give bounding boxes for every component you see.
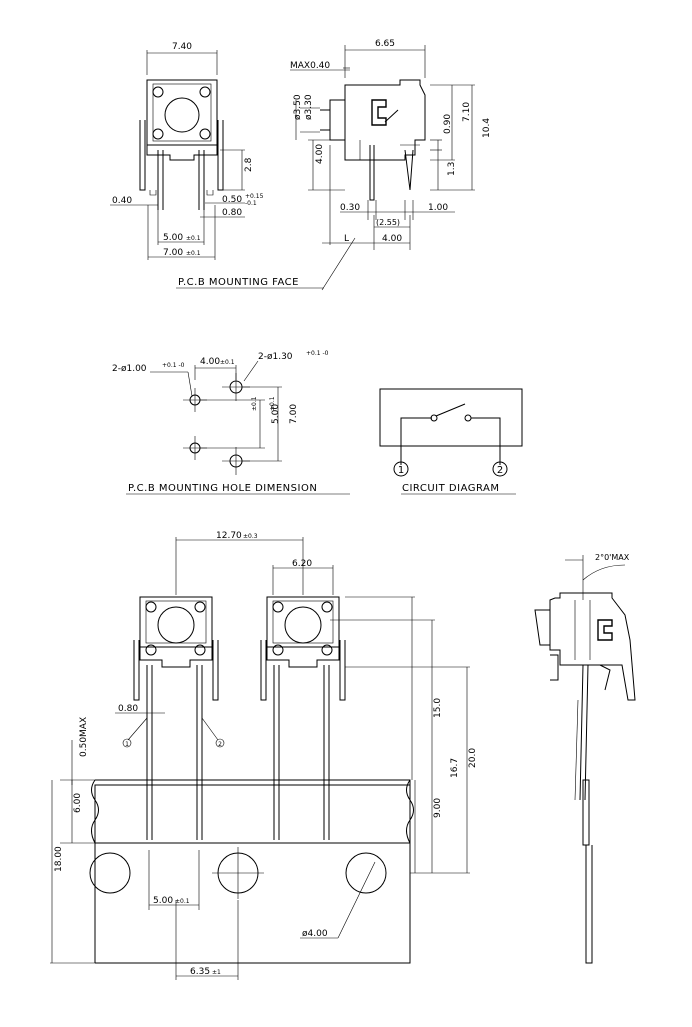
front-view xyxy=(139,79,224,210)
side-dimensions xyxy=(290,45,475,291)
dim-100: 1.00 xyxy=(428,203,448,213)
circuit-pin-2: 2 xyxy=(497,465,503,476)
dim-104: 10.4 xyxy=(482,118,492,138)
label-pcb-hole: P.C.B MOUNTING HOLE DIMENSION xyxy=(128,483,317,494)
dim-090: 0.90 xyxy=(443,114,453,134)
tape-dimensions xyxy=(50,537,470,980)
tape-d167: 16.7 xyxy=(450,758,460,778)
dim-050: 0.50 xyxy=(222,195,242,205)
hole-small-tol: +0.1 -0 xyxy=(162,362,185,369)
tape-d900: 9.00 xyxy=(433,798,443,818)
dim-side-width: 6.65 xyxy=(375,39,395,49)
circuit-diagram xyxy=(379,388,523,477)
hole-h400-tol: ±0.1 xyxy=(220,359,235,366)
dim-050-tol-minus: -0.1 xyxy=(245,200,257,207)
tape-side-view xyxy=(534,555,636,964)
hole-small: 2-ø1.00 xyxy=(112,364,147,374)
dim-d350: ø3.50 xyxy=(293,94,303,120)
hole-h700-tol: ±0.1 xyxy=(269,396,276,411)
dim-040: 0.40 xyxy=(112,196,132,206)
tape-d500: 5.00 xyxy=(153,896,173,906)
dim-max040: MAX0.40 xyxy=(290,61,330,71)
tape-component-2 xyxy=(260,596,346,840)
tape-pin-2: 2 xyxy=(218,741,222,748)
tape-max050: 0.50MAX xyxy=(79,717,89,757)
tape-pitch-tol: ±0.3 xyxy=(243,533,258,540)
tape-d600: 6.00 xyxy=(73,793,83,813)
tape-strip xyxy=(89,779,414,964)
dim-255: (2.55) xyxy=(376,218,400,227)
dim-050-tol-plus: +0.15 xyxy=(245,193,264,200)
dim-top-width: 7.40 xyxy=(172,42,192,52)
hole-large: 2-ø1.30 xyxy=(258,352,293,362)
dim-d330: ø3.30 xyxy=(304,94,314,120)
hole-h700: 7.00 xyxy=(289,404,299,424)
tape-d150: 15.0 xyxy=(433,698,443,718)
tape-pin-1: 1 xyxy=(125,741,129,748)
dim-500-tol: ±0.1 xyxy=(186,235,201,242)
tape-d1800: 18.00 xyxy=(54,846,64,872)
label-circuit: CIRCUIT DIAGRAM xyxy=(402,483,500,494)
hole-pattern xyxy=(150,360,282,475)
circuit-pin-1: 1 xyxy=(398,465,404,476)
dim-400-bottom: 4.00 xyxy=(382,234,402,244)
tape-d500-tol: ±0.1 xyxy=(175,898,190,905)
dim-28: 2.8 xyxy=(244,157,254,172)
dim-L: L xyxy=(344,234,349,244)
tape-d635: 6.35 xyxy=(190,967,210,977)
dim-030: 0.30 xyxy=(340,203,360,213)
tape-d200: 20.0 xyxy=(468,748,478,768)
tape-pitch: 12.70 xyxy=(216,531,242,541)
dim-710: 7.10 xyxy=(462,102,472,122)
dim-700: 7.00 xyxy=(163,248,183,258)
dim-400-side: 4.00 xyxy=(315,144,325,164)
side-view xyxy=(320,79,426,201)
hole-h500: 5.00 xyxy=(271,404,281,424)
tape-angle: 2°0'MAX xyxy=(595,553,630,562)
dim-500: 5.00 xyxy=(163,233,183,243)
hole-h400: 4.00 xyxy=(200,357,220,367)
dim-700-tol: ±0.1 xyxy=(186,250,201,257)
dim-080: 0.80 xyxy=(222,208,242,218)
front-dimensions xyxy=(110,50,245,260)
hole-large-tol: +0.1 -0 xyxy=(306,350,329,357)
dim-13: 1.3 xyxy=(447,162,457,176)
hole-h500-tol: ±0.1 xyxy=(251,396,258,411)
tape-hole: ø4.00 xyxy=(302,929,328,939)
tape-d080: 0.80 xyxy=(118,704,138,714)
label-pcb-face: P.C.B MOUNTING FACE xyxy=(178,277,299,288)
tape-w620: 6.20 xyxy=(292,559,312,569)
tape-component-1 xyxy=(133,596,219,840)
tape-d635-tol: ±1 xyxy=(212,969,221,976)
